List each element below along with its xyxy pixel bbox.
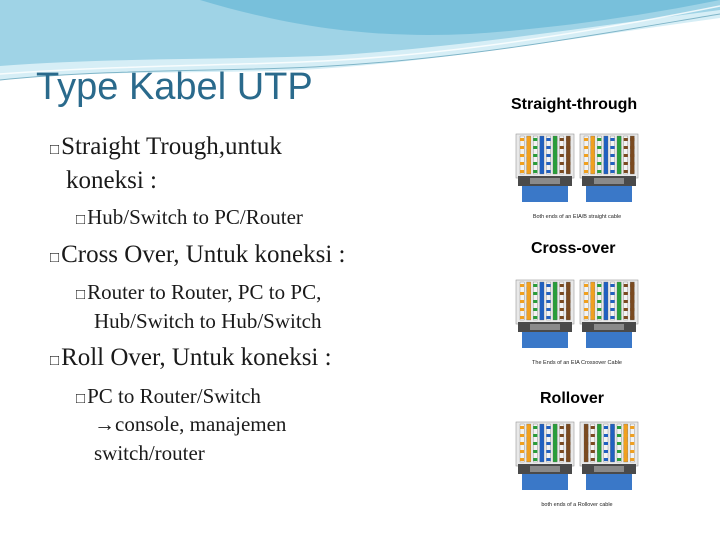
cross-right-connector (579, 279, 639, 348)
arrow-icon: → (94, 412, 115, 436)
bullet-marker: □ (50, 353, 60, 369)
subbullet-roll-1: □PC to Router/Switch (76, 382, 261, 413)
subbullet-straight-text: Hub/Switch to PC/Router (87, 205, 303, 229)
bullet-cross-text: Cross Over, Untuk koneksi : (61, 241, 346, 268)
roll-left-connector (515, 421, 575, 490)
roll-right-connector (579, 421, 639, 490)
subbullet-roll-2-text: console, manajemen (115, 412, 287, 436)
subbullet-cross-1-text: Router to Router, PC to PC, (87, 280, 322, 304)
caption-cross: Cross-over (531, 240, 616, 257)
straight-footer-caption: Both ends of an EIA/B straight cable (533, 214, 621, 220)
subbullet-roll-3: switch/router (94, 441, 205, 465)
slide-title: Type Kabel UTP (36, 66, 313, 108)
bullet-marker: □ (50, 250, 60, 266)
subbullet-roll-2: →console, manajemen (94, 410, 286, 438)
rollover-diagram: both ends of a Rollover cable (515, 421, 639, 508)
roll-footer-caption: both ends of a Rollover cable (541, 502, 612, 508)
bullet-roll: □Roll Over, Untuk koneksi : (50, 342, 332, 377)
bullet-straight-text: Straight Trough,untuk (61, 133, 282, 160)
header-wave-decoration (0, 0, 720, 81)
bullet-cross: □Cross Over, Untuk koneksi : (50, 239, 345, 274)
subbullet-cross-1: □Router to Router, PC to PC, (76, 278, 321, 309)
caption-rollover: Rollover (540, 390, 605, 407)
bullet-marker: □ (76, 212, 86, 228)
straight-left-connector (515, 133, 575, 202)
bullet-marker: □ (76, 391, 86, 407)
cross-left-connector (515, 279, 575, 348)
subbullet-cross-2: Hub/Switch to Hub/Switch (94, 309, 322, 333)
bullet-straight-continuation: koneksi : (66, 167, 157, 194)
bullet-marker: □ (76, 287, 86, 303)
straight-right-connector (579, 133, 639, 202)
cross-footer-caption: The Ends of an EIA Crossover Cable (532, 360, 622, 364)
caption-straight: Straight-through (511, 96, 638, 113)
crossover-diagram: The Ends of an EIA Crossover Cable (515, 279, 639, 364)
bullet-marker: □ (50, 142, 60, 158)
subbullet-straight: □Hub/Switch to PC/Router (76, 203, 303, 234)
subbullet-roll-1-text: PC to Router/Switch (87, 384, 261, 408)
bullet-roll-text: Roll Over, Untuk koneksi : (61, 344, 332, 371)
straight-through-diagram: Both ends of an EIA/B straight cable (515, 133, 639, 220)
bullet-straight: □Straight Trough,untuk (50, 131, 282, 166)
